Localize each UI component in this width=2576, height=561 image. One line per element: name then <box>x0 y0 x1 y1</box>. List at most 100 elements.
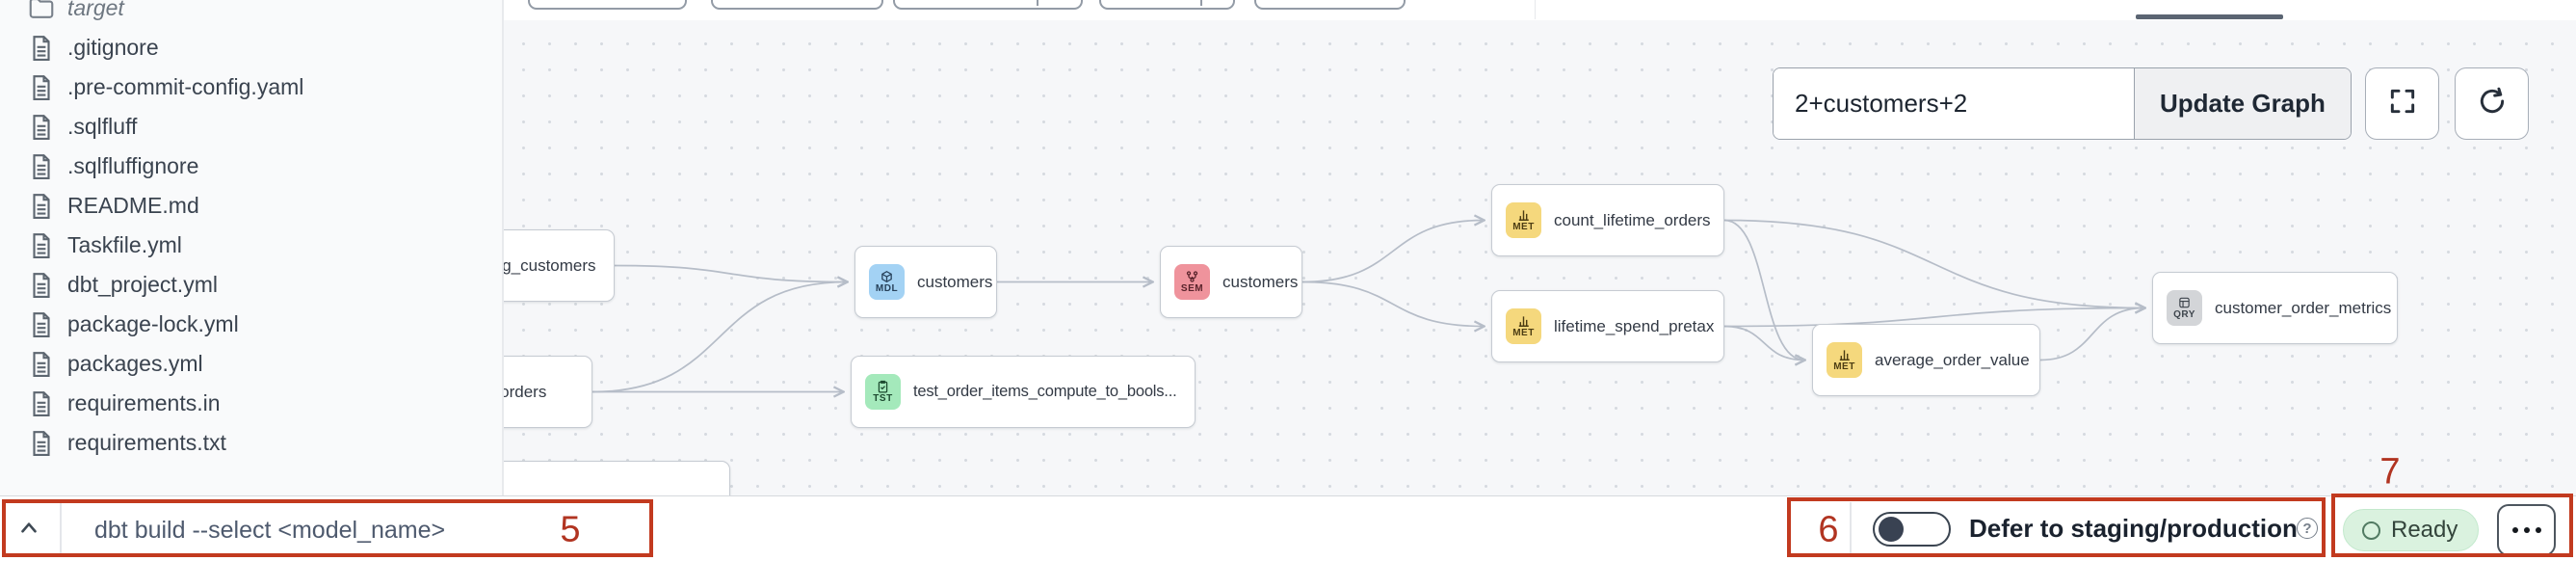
node-label: stg_orders <box>504 382 547 401</box>
bar-chart-icon: MET <box>1827 342 1862 378</box>
command-bar-divider <box>1850 502 1852 556</box>
file-row--sqlfluffignore[interactable]: .sqlfluffignore <box>0 147 502 186</box>
command-bar <box>0 495 2576 561</box>
file-row-dbt-project-yml[interactable]: dbt_project.yml <box>0 265 502 305</box>
lineage-edge <box>1723 308 2144 328</box>
file-row--gitignore[interactable]: .gitignore <box>0 28 502 67</box>
circle-outline-icon <box>2362 521 2380 540</box>
update-graph-button[interactable]: Update Graph <box>2134 68 2351 139</box>
file-label: requirements.in <box>67 390 221 415</box>
file-row-requirements-txt[interactable]: requirements.txt <box>0 423 502 463</box>
file-row-taskfile-yml[interactable]: Taskfile.yml <box>0 226 502 265</box>
lineage-canvas[interactable]: MDLstg_customersMDLstg_orders MDL customer… <box>504 20 2576 495</box>
graph-node-customer_order_metrics[interactable]: QRY customer_order_metrics <box>2152 272 2398 344</box>
file-icon <box>27 192 56 221</box>
file-icon <box>27 310 56 339</box>
file-explorer-sidebar: target .gitignore .pre-commit-config.yaml.… <box>0 0 504 495</box>
file-row-package-lock-yml[interactable]: package-lock.yml <box>0 305 502 344</box>
node-label: customers <box>1222 272 1299 291</box>
fullscreen-button[interactable] <box>2365 67 2439 140</box>
active-tab-underline <box>2136 14 2283 19</box>
file-label: dbt_project.yml <box>67 272 218 297</box>
graph-node-count_lifetime_orders[interactable]: MET count_lifetime_orders <box>1491 184 1724 256</box>
cube-icon: MDL <box>869 264 905 300</box>
node-label: lifetime_spend_pretax <box>1554 316 1715 335</box>
file-label: .pre-commit-config.yaml <box>67 74 304 99</box>
file-icon <box>27 73 56 102</box>
defer-toggle[interactable] <box>1873 512 1951 547</box>
file-icon <box>27 231 56 260</box>
lineage-edge <box>1723 219 1804 361</box>
file-list: target .gitignore .pre-commit-config.yaml.… <box>0 0 502 463</box>
graph-node-lifetime_spend_pretax[interactable]: MET lifetime_spend_pretax <box>1491 290 1724 362</box>
file-row-requirements-in[interactable]: requirements.in <box>0 384 502 423</box>
folder-icon <box>27 0 56 23</box>
collapse-panel-button[interactable] <box>10 512 48 547</box>
toolbar-button-cut[interactable] <box>528 0 687 10</box>
file-icon <box>27 389 56 418</box>
refresh-button[interactable] <box>2455 67 2529 140</box>
file-icon <box>27 113 56 142</box>
ellipsis-icon <box>2511 527 2541 533</box>
toolbar-divider <box>1535 0 1536 19</box>
node-label: customers <box>917 272 993 291</box>
model-selector-input[interactable] <box>1774 68 2134 139</box>
lineage-edge <box>1723 219 2144 308</box>
help-icon[interactable]: ? <box>2297 518 2318 539</box>
lineage-edge <box>614 264 847 282</box>
file-label: .sqlfluff <box>67 114 138 139</box>
node-label: count_lifetime_orders <box>1554 210 1711 229</box>
bar-chart-icon: MET <box>1506 202 1541 238</box>
branch-icon: SEM <box>1174 264 1210 300</box>
graph-node-stg_orders[interactable]: MDLstg_orders <box>504 356 592 428</box>
top-toolbar-strip <box>504 0 2576 21</box>
file-label: packages.yml <box>67 351 203 376</box>
lineage-edge <box>2039 308 2144 361</box>
report-icon: QRY <box>2167 290 2202 326</box>
toolbar-button-cut[interactable] <box>893 0 1083 10</box>
chevron-up-icon <box>16 516 41 544</box>
lineage-edge <box>1723 325 1804 361</box>
file-row-readme-md[interactable]: README.md <box>0 186 502 226</box>
lineage-edge <box>591 282 847 393</box>
file-row-target[interactable]: target <box>0 0 502 28</box>
node-label: stg_customers <box>504 255 596 275</box>
file-row-packages-yml[interactable]: packages.yml <box>0 344 502 384</box>
status-badge: Ready <box>2343 509 2479 551</box>
graph-node-customers_sem[interactable]: SEM customers <box>1160 246 1302 318</box>
toolbar-button-cut[interactable] <box>711 0 883 10</box>
graph-node-stg_customers[interactable]: MDLstg_customers <box>504 229 615 302</box>
toggle-knob <box>1879 517 1904 542</box>
file-icon <box>27 34 56 63</box>
button-divider <box>1037 0 1038 6</box>
lineage-edge <box>1301 221 1484 283</box>
graph-node-customers[interactable]: MDL customers <box>854 246 997 318</box>
file-label: .sqlfluffignore <box>67 153 199 178</box>
bar-chart-icon: MET <box>1506 308 1541 344</box>
status-label: Ready <box>2391 517 2458 543</box>
model-selector-group: Update Graph <box>1773 67 2352 140</box>
dbt-command-input[interactable] <box>92 506 617 554</box>
file-label: .gitignore <box>67 35 159 60</box>
node-label: test_order_items_compute_to_bools... <box>913 383 1177 400</box>
toolbar-button-cut[interactable] <box>1254 0 1406 10</box>
more-options-button[interactable] <box>2497 504 2556 556</box>
node-label: customer_order_metrics <box>2215 298 2392 317</box>
file-label: README.md <box>67 193 199 218</box>
lineage-edge <box>1301 280 1484 327</box>
file-icon <box>27 152 56 181</box>
file-label: package-lock.yml <box>67 311 239 336</box>
button-divider <box>1200 0 1202 6</box>
graph-node-partial[interactable] <box>504 461 730 495</box>
file-label: requirements.txt <box>67 430 226 455</box>
file-icon <box>27 350 56 379</box>
file-row--sqlfluff[interactable]: .sqlfluff <box>0 107 502 147</box>
file-row--pre-commit-config-yaml[interactable]: .pre-commit-config.yaml <box>0 67 502 107</box>
refresh-icon <box>2477 86 2508 121</box>
file-label: target <box>67 0 124 20</box>
toolbar-button-cut[interactable] <box>1099 0 1235 10</box>
command-bar-divider <box>60 502 62 556</box>
